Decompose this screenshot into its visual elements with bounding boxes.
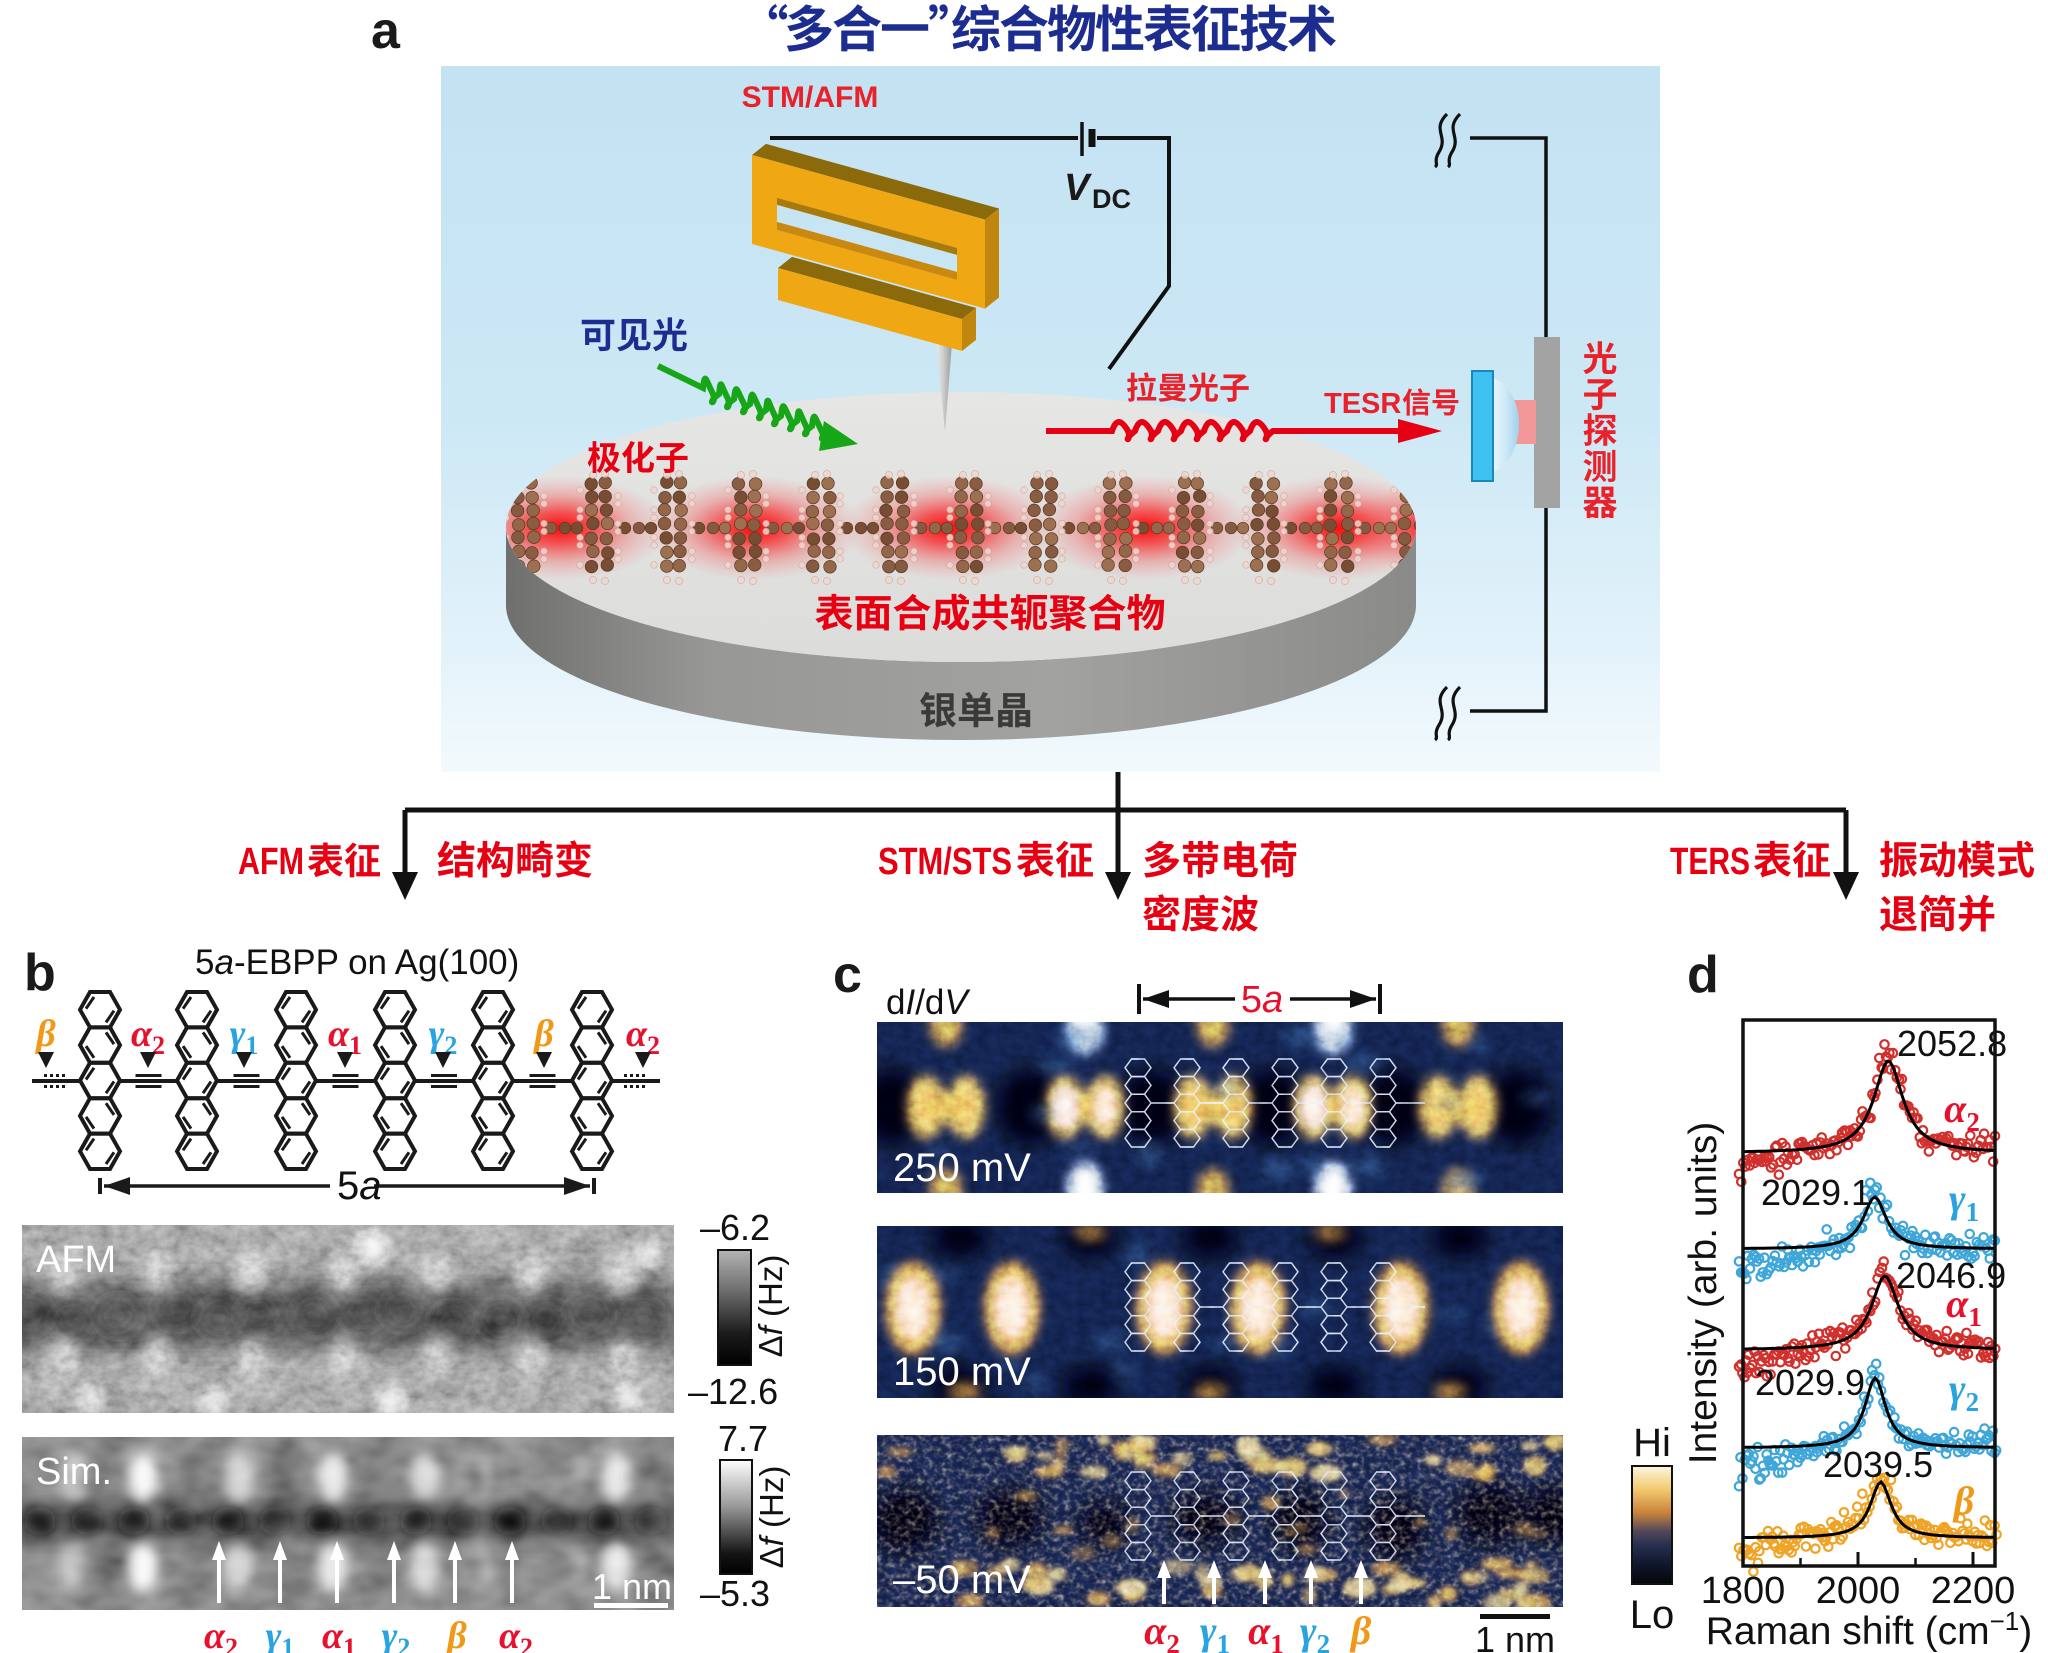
svg-text:β: β [445, 1615, 467, 1653]
svg-text:α2: α2 [499, 1615, 533, 1653]
svg-text:–12.6: –12.6 [688, 1371, 778, 1412]
svg-text:2052.8: 2052.8 [1897, 1023, 2007, 1064]
svg-text:5a: 5a [1241, 979, 1283, 1021]
svg-text:AFM: AFM [238, 841, 304, 883]
svg-text:Hi: Hi [1633, 1421, 1671, 1465]
svg-text:c: c [833, 946, 862, 1004]
svg-text:7.7: 7.7 [718, 1418, 768, 1459]
svg-text:1 nm: 1 nm [592, 1566, 672, 1607]
svg-text:Δf (Hz): Δf (Hz) [753, 1466, 790, 1569]
svg-text:–5.3: –5.3 [700, 1573, 770, 1614]
svg-text:Δf (Hz): Δf (Hz) [752, 1255, 789, 1358]
svg-text:α1: α1 [1248, 1608, 1284, 1653]
svg-text:AFM: AFM [36, 1239, 116, 1281]
svg-text:β: β [532, 1013, 554, 1055]
svg-text:2029.9: 2029.9 [1755, 1362, 1865, 1403]
svg-text:d: d [1687, 946, 1719, 1004]
svg-text:Sim.: Sim. [36, 1451, 112, 1493]
svg-text:Intensity (arb. units): Intensity (arb. units) [1682, 1122, 1725, 1464]
svg-text:a: a [371, 2, 401, 60]
svg-text:β: β [1349, 1608, 1372, 1653]
svg-text:α2: α2 [204, 1615, 238, 1653]
svg-text:γ1: γ1 [1200, 1608, 1230, 1653]
svg-text:dI/dV: dI/dV [886, 983, 971, 1022]
svg-text:5a: 5a [337, 1164, 382, 1208]
svg-text:α1: α1 [322, 1615, 356, 1653]
svg-text:2200: 2200 [1931, 1570, 2016, 1612]
svg-text:Raman shift (cm−1): Raman shift (cm−1) [1706, 1606, 2033, 1653]
svg-text:β: β [1952, 1478, 1975, 1523]
svg-text:Lo: Lo [1630, 1593, 1675, 1637]
svg-text:γ2: γ2 [1949, 1366, 1979, 1417]
svg-text:γ2: γ2 [1300, 1608, 1330, 1653]
svg-text:–6.2: –6.2 [700, 1207, 770, 1248]
svg-text:1800: 1800 [1701, 1570, 1786, 1612]
svg-text:DC: DC [1092, 184, 1131, 214]
svg-text:250 mV: 250 mV [893, 1146, 1031, 1190]
svg-text:–50 mV: –50 mV [893, 1558, 1031, 1602]
svg-text:V: V [1064, 167, 1092, 209]
svg-text:2039.5: 2039.5 [1823, 1444, 1933, 1485]
svg-text:α2: α2 [1944, 1086, 1980, 1137]
svg-text:γ1: γ1 [266, 1615, 295, 1653]
svg-text:150 mV: 150 mV [893, 1350, 1031, 1394]
svg-text:TERS: TERS [1670, 841, 1750, 883]
svg-text:TESR: TESR [1324, 388, 1401, 420]
svg-text:γ1: γ1 [1949, 1176, 1979, 1227]
svg-text:γ2: γ2 [382, 1615, 411, 1653]
svg-text:2000: 2000 [1816, 1570, 1901, 1612]
svg-text:2029.1: 2029.1 [1761, 1172, 1871, 1213]
svg-text:STM/STS: STM/STS [878, 841, 1012, 883]
svg-text:1 nm: 1 nm [1475, 1619, 1555, 1653]
svg-text:b: b [24, 944, 56, 1002]
svg-text:α2: α2 [1144, 1608, 1180, 1653]
svg-text:5a-EBPP on Ag(100): 5a-EBPP on Ag(100) [195, 943, 519, 982]
svg-text:β: β [34, 1013, 56, 1055]
svg-text:2046.9: 2046.9 [1896, 1255, 2006, 1296]
svg-text:STM/AFM: STM/AFM [742, 81, 879, 114]
